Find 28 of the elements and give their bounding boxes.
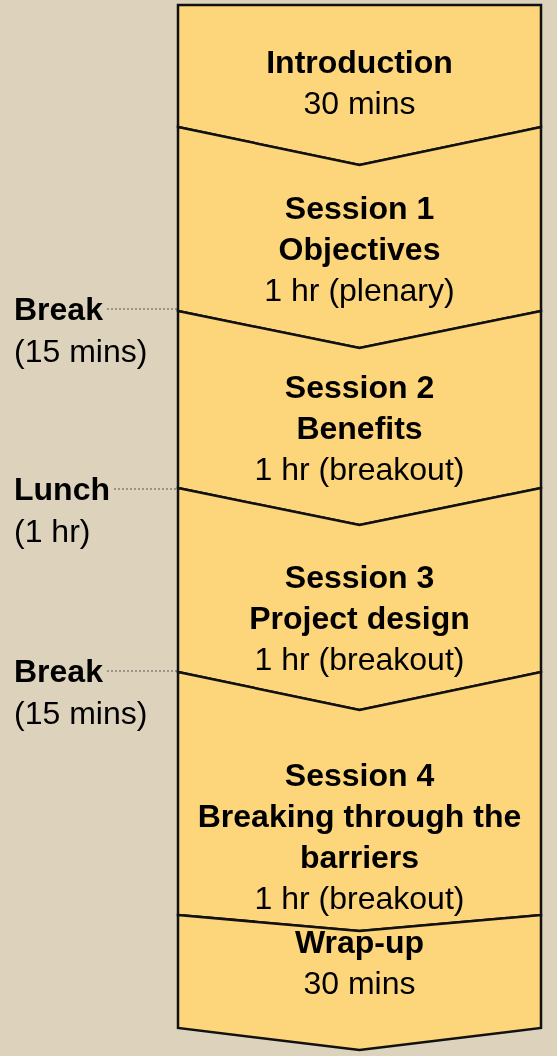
session-title: Wrap-up <box>294 923 425 962</box>
duration-text: (15 mins) <box>14 332 148 371</box>
session-title: Session 3 <box>284 558 435 597</box>
duration-text: 30 mins <box>303 84 416 123</box>
session-title: Session 4 <box>284 756 435 795</box>
break-label: Break <box>14 290 103 329</box>
leader-line <box>106 308 180 313</box>
duration-text: (1 hr) <box>14 512 91 551</box>
chevron-segment <box>178 127 541 348</box>
session-title: Session 2 <box>284 368 435 407</box>
session-title: Breaking through the barriers <box>196 797 523 877</box>
leader-line <box>106 670 180 674</box>
duration-text: 1 hr (plenary) <box>264 271 455 310</box>
duration-text: 1 hr (breakout) <box>254 450 465 489</box>
duration-text: 1 hr (breakout) <box>254 879 465 918</box>
session-title: Benefits <box>296 409 423 448</box>
session-title: Introduction <box>266 43 453 82</box>
chevron-segment <box>178 488 541 710</box>
break-label: Lunch <box>14 470 110 509</box>
duration-text: 30 mins <box>303 964 416 1003</box>
session-title: Project design <box>249 599 470 638</box>
duration-text: 1 hr (breakout) <box>254 640 465 679</box>
session-title: Session 1 <box>284 189 435 228</box>
duration-text: (15 mins) <box>14 694 148 733</box>
break-label: Break <box>14 652 103 691</box>
chevron-segment <box>178 915 541 1050</box>
chevron-segment <box>178 311 541 525</box>
session-title: Objectives <box>278 230 441 269</box>
